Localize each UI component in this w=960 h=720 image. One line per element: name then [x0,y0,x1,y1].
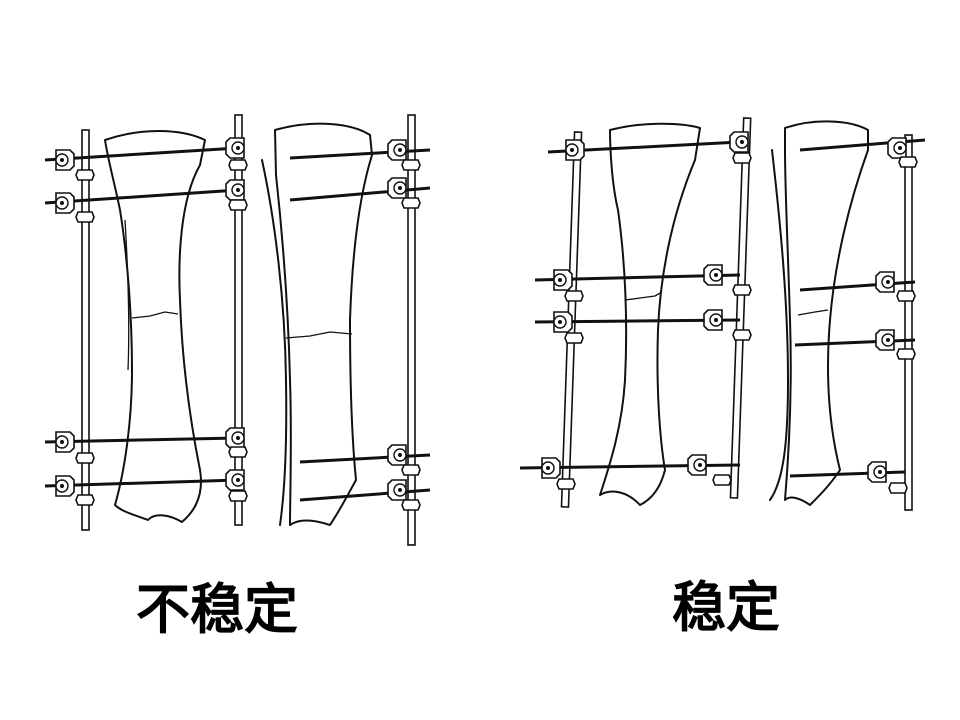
figure-unstable-frontal [44,114,248,531]
fixator-bar-right [234,114,243,526]
fixator-bar-left [81,129,90,531]
fixator-bar [407,114,416,546]
fibula-outline [769,149,789,501]
figure-stable-lateral [769,120,926,511]
tibia-outline [104,130,206,523]
fixator-bar-right [729,117,752,499]
caption-unstable: 不稳定 [136,577,298,641]
fixator-bar [904,134,913,511]
tibia-outline [784,120,869,506]
figure-unstable-lateral [261,114,431,546]
caption-stable: 稳定 [672,575,780,639]
fracture-line [131,311,179,319]
fracture-line [285,331,353,339]
pins [44,146,239,488]
tibia-outline [274,122,373,526]
tibia-outline [599,122,701,506]
figure-stable-frontal [519,117,752,508]
fibula-outline [261,159,288,526]
fracture-line [797,309,829,316]
pins [519,140,741,470]
fracture-line [624,291,663,301]
